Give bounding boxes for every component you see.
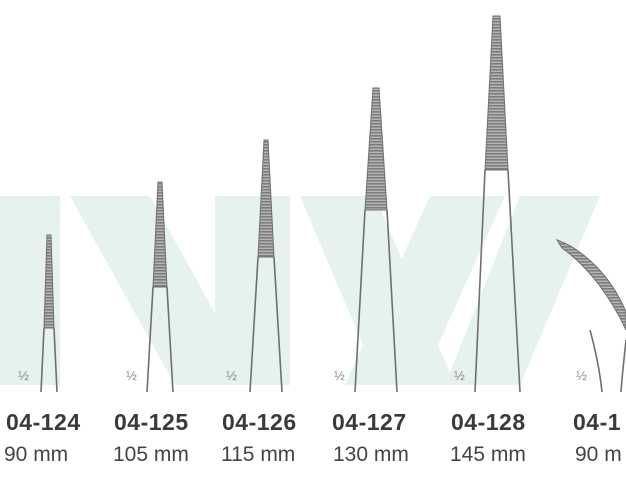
product-size: 90 mm — [4, 443, 69, 466]
product-size: 115 mm — [221, 443, 296, 466]
product-code: 04-126 — [222, 409, 297, 435]
product-size: 105 mm — [113, 443, 189, 466]
product-code: 04-128 — [451, 409, 526, 435]
product-code: 04-1 — [573, 409, 622, 435]
scale-marker: ½ — [226, 368, 237, 383]
product-code: 04-125 — [114, 409, 189, 435]
product-size: 130 mm — [333, 443, 409, 466]
product-size: 90 m — [575, 443, 622, 466]
scale-marker: ½ — [18, 368, 29, 383]
product-size: 145 mm — [450, 443, 526, 466]
product-code: 04-124 — [6, 409, 81, 435]
scale-marker: ½ — [576, 368, 587, 383]
product-code: 04-127 — [332, 409, 407, 435]
scale-marker: ½ — [334, 368, 345, 383]
scale-marker: ½ — [126, 368, 137, 383]
scale-marker: ½ — [454, 368, 465, 383]
